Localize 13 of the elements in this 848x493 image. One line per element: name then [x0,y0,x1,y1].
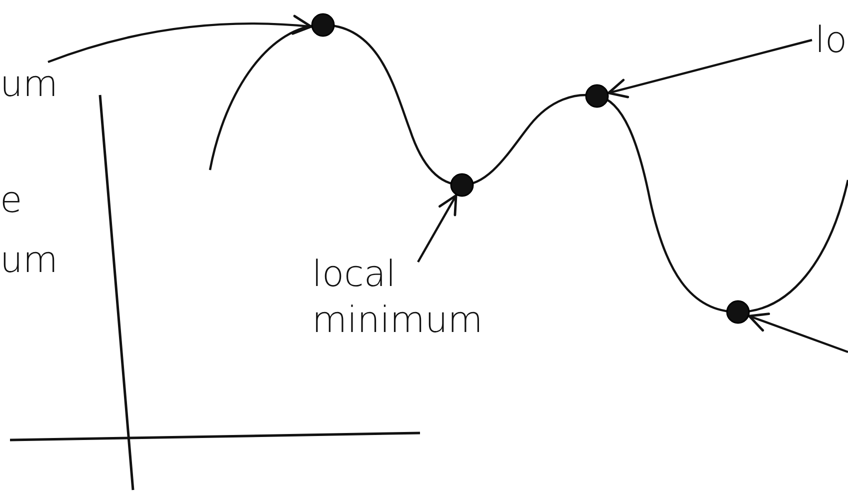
point-dot [585,84,609,108]
point-dot [450,173,474,197]
annotation-text: lo [815,18,848,64]
arrow [417,194,458,263]
annotation-text: e [0,179,22,223]
point-dot [311,13,335,37]
arrow [48,15,312,64]
arrow [607,38,812,98]
annotation-text: um [0,62,60,108]
point-dot [726,300,750,324]
arrow [748,312,848,354]
annotation-text: local minimum [312,252,522,344]
annotation-text: um [0,239,58,283]
